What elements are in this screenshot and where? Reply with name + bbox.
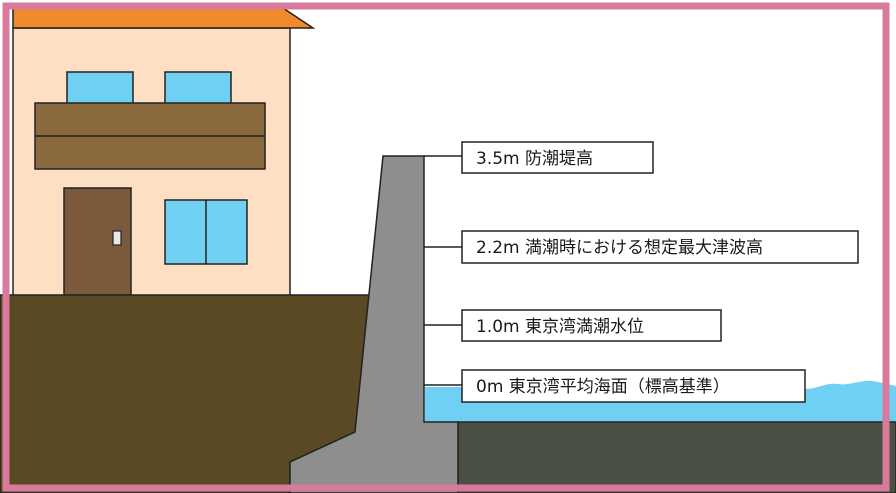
seawall <box>289 155 459 493</box>
label-text: 2.2m 満潮時における想定最大津波高 <box>476 238 763 258</box>
upper-window-left <box>66 71 134 105</box>
label-mean-sea-level: 0m 東京湾平均海面（標高基準） <box>461 369 806 403</box>
label-box <box>461 230 859 264</box>
upper-window-right <box>164 71 232 105</box>
seabed <box>457 421 896 493</box>
label-text: 1.0m 東京湾満潮水位 <box>476 317 644 337</box>
door-handle <box>112 230 122 246</box>
label-box <box>461 369 806 403</box>
label-box <box>461 141 654 174</box>
label-max-tsunami: 2.2m 満潮時における想定最大津波高 <box>461 230 859 264</box>
label-seawall-height: 3.5m 防潮堤高 <box>461 141 654 174</box>
roof <box>12 7 316 29</box>
level-lines <box>424 155 462 386</box>
label-text: 0m 東京湾平均海面（標高基準） <box>476 377 730 397</box>
label-text: 3.5m 防潮堤高 <box>476 149 593 169</box>
label-high-tide: 1.0m 東京湾満潮水位 <box>461 309 722 342</box>
label-box <box>461 309 722 342</box>
house <box>12 7 316 299</box>
